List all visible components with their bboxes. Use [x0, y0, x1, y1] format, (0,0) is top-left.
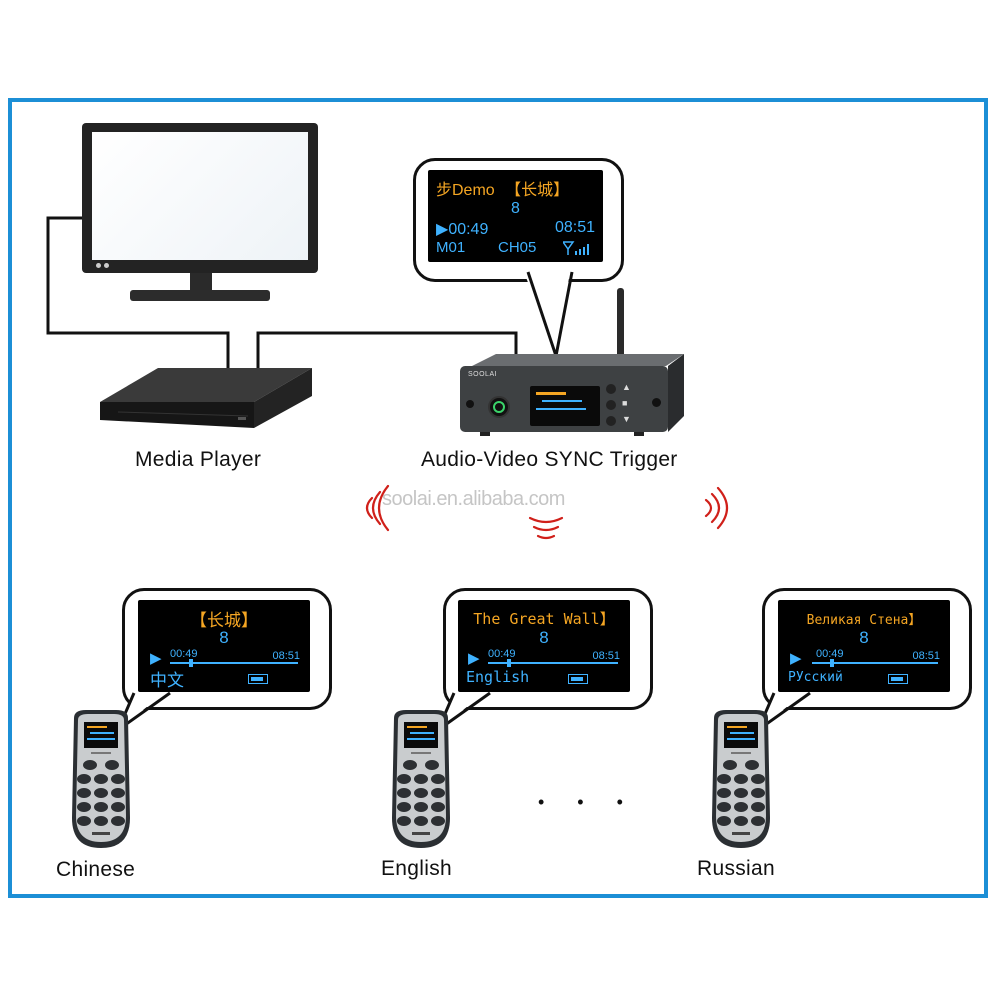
receiver-screen-russian: Великая Стена】 8 ▶ 00:49 08:51 PУсский — [778, 600, 950, 692]
progress-knob — [830, 659, 834, 667]
handset-drawing — [712, 710, 770, 848]
receiver-language: PУсский — [788, 670, 843, 685]
play-icon: ▶ — [150, 650, 162, 667]
trigger-screen-prefix: 步Demo — [436, 182, 495, 199]
power-button[interactable] — [488, 396, 510, 418]
trigger-screen-title: 【长城】 — [505, 182, 570, 199]
receiver-language: 中文 — [150, 671, 184, 690]
english-caption: English — [381, 857, 452, 880]
media-player-device — [100, 368, 312, 428]
receiver-elapsed: 00:49 — [488, 648, 516, 660]
chinese-caption: Chinese — [56, 858, 136, 881]
receiver-title: 【长城】 — [190, 611, 258, 630]
progress-knob — [507, 659, 511, 667]
media-player-caption: Media Player — [135, 448, 262, 471]
receiver-number: 8 — [539, 628, 549, 647]
receiver-handset-chinese — [66, 708, 136, 858]
receiver-title: Великая Стена】 — [806, 613, 922, 628]
play-icon: ▶ — [468, 650, 480, 667]
trigger-total: 08:51 — [554, 219, 595, 236]
trigger-screen: 步Demo 【长城】 8 ▶00:49 08:51 M01 CH05 — [428, 170, 603, 262]
receiver-number: 8 — [219, 628, 229, 647]
more-ellipsis: • • • — [538, 792, 637, 812]
trigger-mini-screen — [530, 386, 600, 426]
trigger-mode: M01 — [436, 239, 466, 256]
receiver-title: The Great Wall】 — [473, 610, 615, 628]
progress-track — [488, 662, 618, 664]
trigger-screen-number: 8 — [511, 200, 520, 217]
receiver-total: 08:51 — [912, 650, 940, 662]
signal-strength-icon — [563, 241, 589, 255]
receiver-handset-english — [386, 708, 456, 858]
handset-drawing — [392, 710, 450, 848]
battery-icon — [248, 674, 268, 684]
progress-knob — [189, 659, 193, 667]
play-icon: ▶ — [436, 221, 449, 238]
trigger-brand: SOOLAI — [468, 371, 498, 378]
watermark-text: soolai.en.alibaba.com — [382, 488, 565, 510]
receiver-screen-english: The Great Wall】 8 ▶ 00:49 08:51 English — [458, 600, 630, 692]
progress-track — [170, 662, 298, 664]
trigger-elapsed: 00:49 — [448, 221, 489, 238]
antenna — [617, 288, 624, 366]
trigger-channel: CH05 — [498, 239, 537, 256]
receiver-elapsed: 00:49 — [816, 648, 844, 660]
receiver-total: 08:51 — [272, 650, 300, 662]
russian-caption: Russian — [697, 857, 775, 880]
receiver-language: English — [466, 668, 530, 686]
handset-drawing — [72, 710, 130, 848]
play-icon: ▶ — [790, 650, 802, 667]
receiver-number: 8 — [859, 628, 869, 647]
receiver-handset-russian — [706, 708, 776, 858]
receiver-screen-chinese: 【长城】 8 ▶ 00:49 08:51 中文 — [138, 600, 310, 692]
battery-icon — [888, 674, 908, 684]
progress-track — [812, 662, 938, 664]
trigger-caption: Audio-Video SYNC Trigger — [421, 448, 678, 471]
battery-icon — [568, 674, 588, 684]
receiver-total: 08:51 — [592, 650, 620, 662]
receiver-elapsed: 00:49 — [170, 648, 198, 660]
